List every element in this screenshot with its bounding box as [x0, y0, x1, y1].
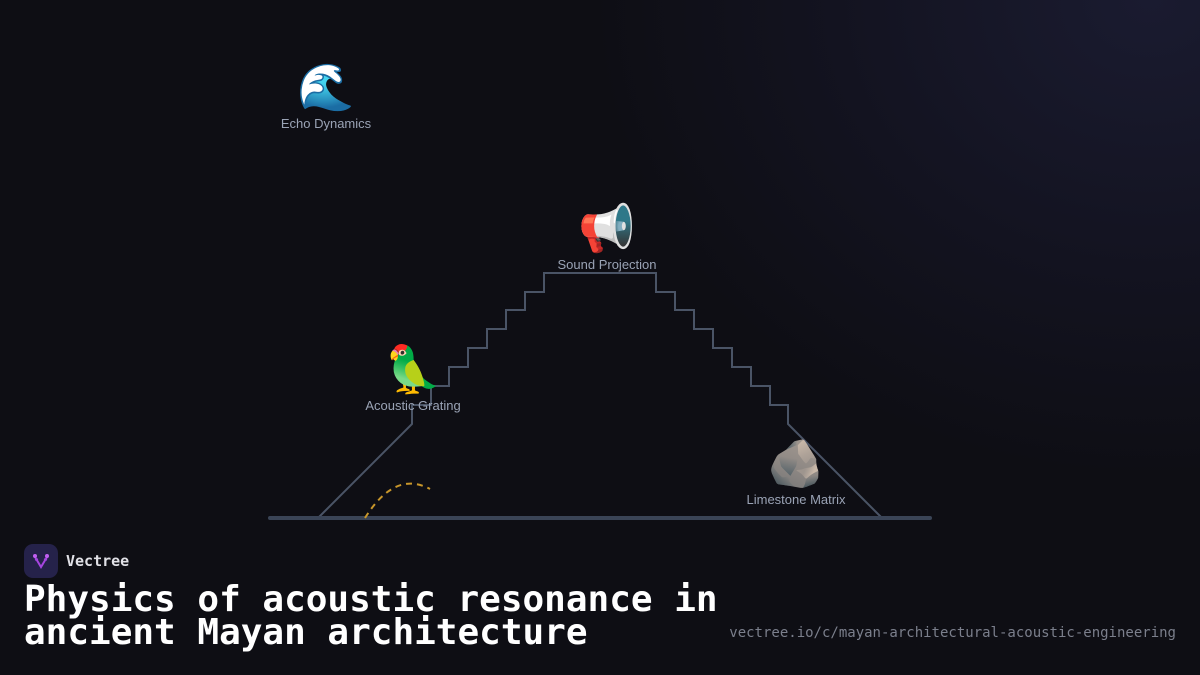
- node-sound-projection: 📢 Sound Projection: [557, 201, 656, 272]
- node-echo-dynamics: 🌊 Echo Dynamics: [281, 60, 371, 131]
- node-limestone-matrix: 🪨 Limestone Matrix: [747, 436, 846, 507]
- node-label: Sound Projection: [557, 257, 657, 272]
- node-acoustic-grating: 🦜 Acoustic Grating: [365, 342, 460, 413]
- parrot-icon: 🦜: [384, 343, 442, 395]
- pyramid-outline: [317, 272, 883, 519]
- brand: Vectree: [24, 544, 129, 578]
- megaphone-icon: 📢: [578, 202, 636, 254]
- node-label: Echo Dynamics: [280, 116, 372, 131]
- brand-name: Vectree: [66, 552, 130, 570]
- rock-icon: 🪨: [767, 437, 825, 489]
- water-wave-icon: 🌊: [297, 61, 355, 113]
- page-title: Physics of acoustic resonance in ancient…: [24, 579, 718, 653]
- sound-wave-arc: [364, 482, 431, 519]
- node-label: Limestone Matrix: [746, 492, 846, 507]
- vectree-logo-icon: [24, 544, 58, 578]
- source-url: vectree.io/c/mayan-architectural-acousti…: [729, 625, 1176, 641]
- node-label: Acoustic Grating: [365, 398, 461, 413]
